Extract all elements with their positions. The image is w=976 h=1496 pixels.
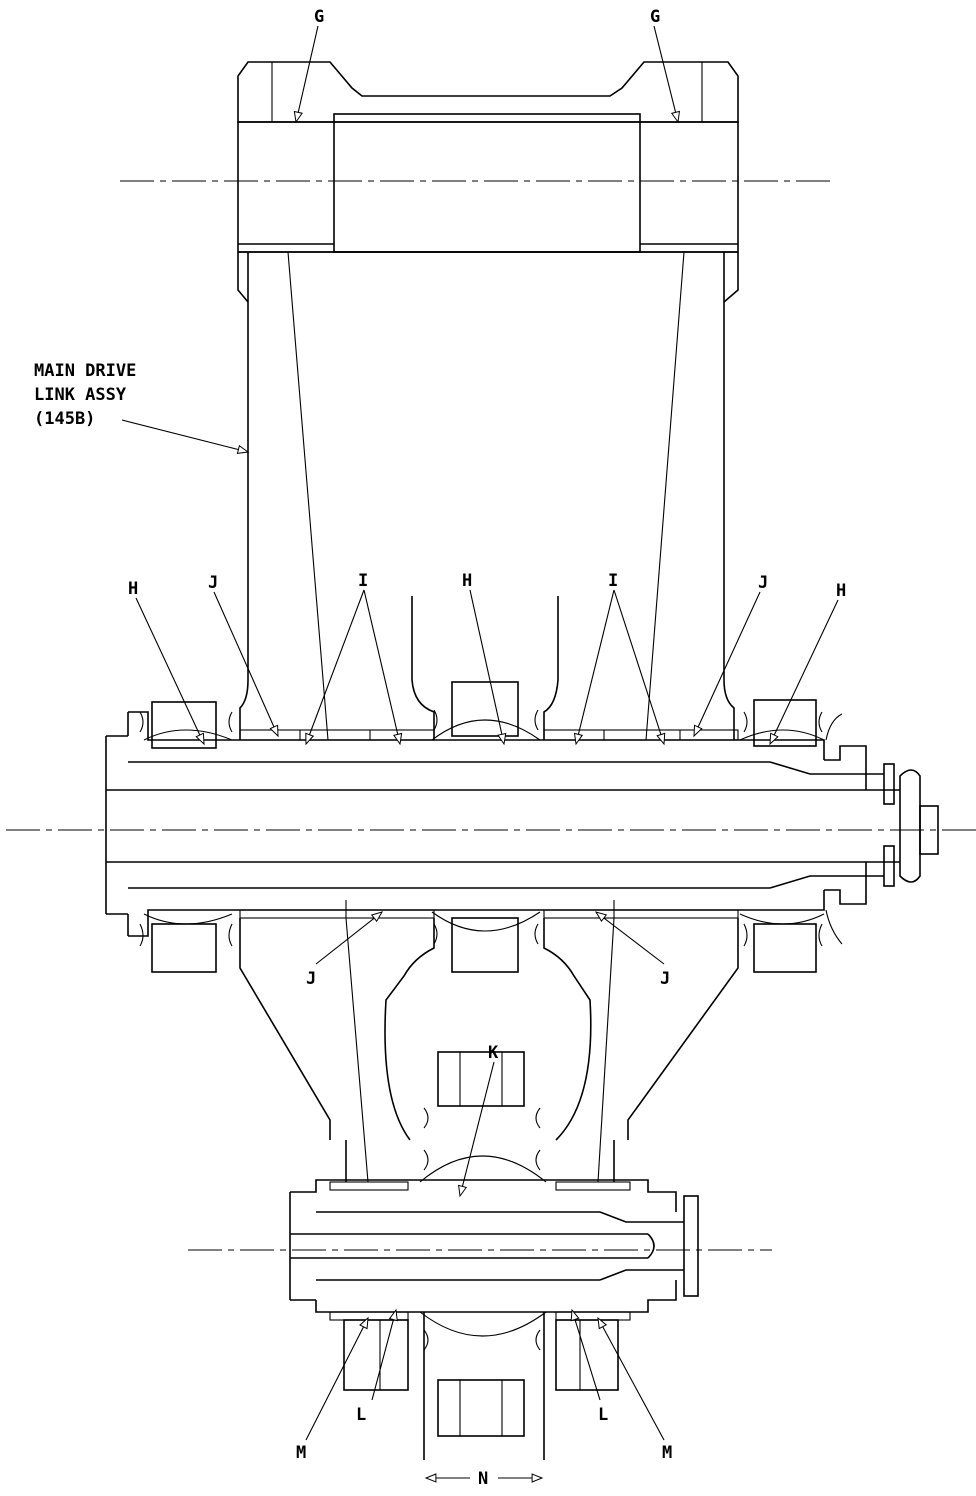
bearing-center	[431, 681, 541, 973]
label-j-top-left: J	[208, 573, 218, 593]
lower-shaft-assembly	[289, 1051, 699, 1460]
leader-lines	[121, 25, 839, 1483]
label-l-right: L	[598, 1405, 608, 1425]
labels: G G MAIN DRIVE LINK ASSY (145B) H J I H …	[34, 7, 846, 1489]
main-drive-callout-line1: MAIN DRIVE	[34, 361, 136, 381]
label-m-left: M	[296, 1443, 306, 1463]
lower-link	[239, 917, 739, 1191]
label-h-right: H	[836, 581, 846, 601]
main-drive-callout-line3: (145B)	[34, 409, 95, 429]
label-i-left: I	[358, 571, 368, 591]
label-j-top-right: J	[758, 573, 768, 593]
label-h-center: H	[462, 571, 472, 591]
label-g-left: G	[314, 7, 324, 27]
label-n: N	[478, 1469, 488, 1489]
label-j-bottom-right: J	[660, 969, 670, 989]
label-h-left: H	[128, 579, 138, 599]
label-i-right: I	[608, 571, 618, 591]
label-j-bottom-left: J	[306, 969, 316, 989]
label-l-left: L	[356, 1405, 366, 1425]
main-drive-callout-line2: LINK ASSY	[34, 385, 127, 405]
center-shaft-assembly	[105, 596, 939, 973]
main-drive-link-top	[237, 61, 739, 741]
label-m-right: M	[662, 1443, 672, 1463]
bearing-left	[139, 701, 233, 973]
label-g-right: G	[650, 7, 660, 27]
bearing-right	[739, 699, 825, 973]
label-k: K	[488, 1043, 499, 1063]
